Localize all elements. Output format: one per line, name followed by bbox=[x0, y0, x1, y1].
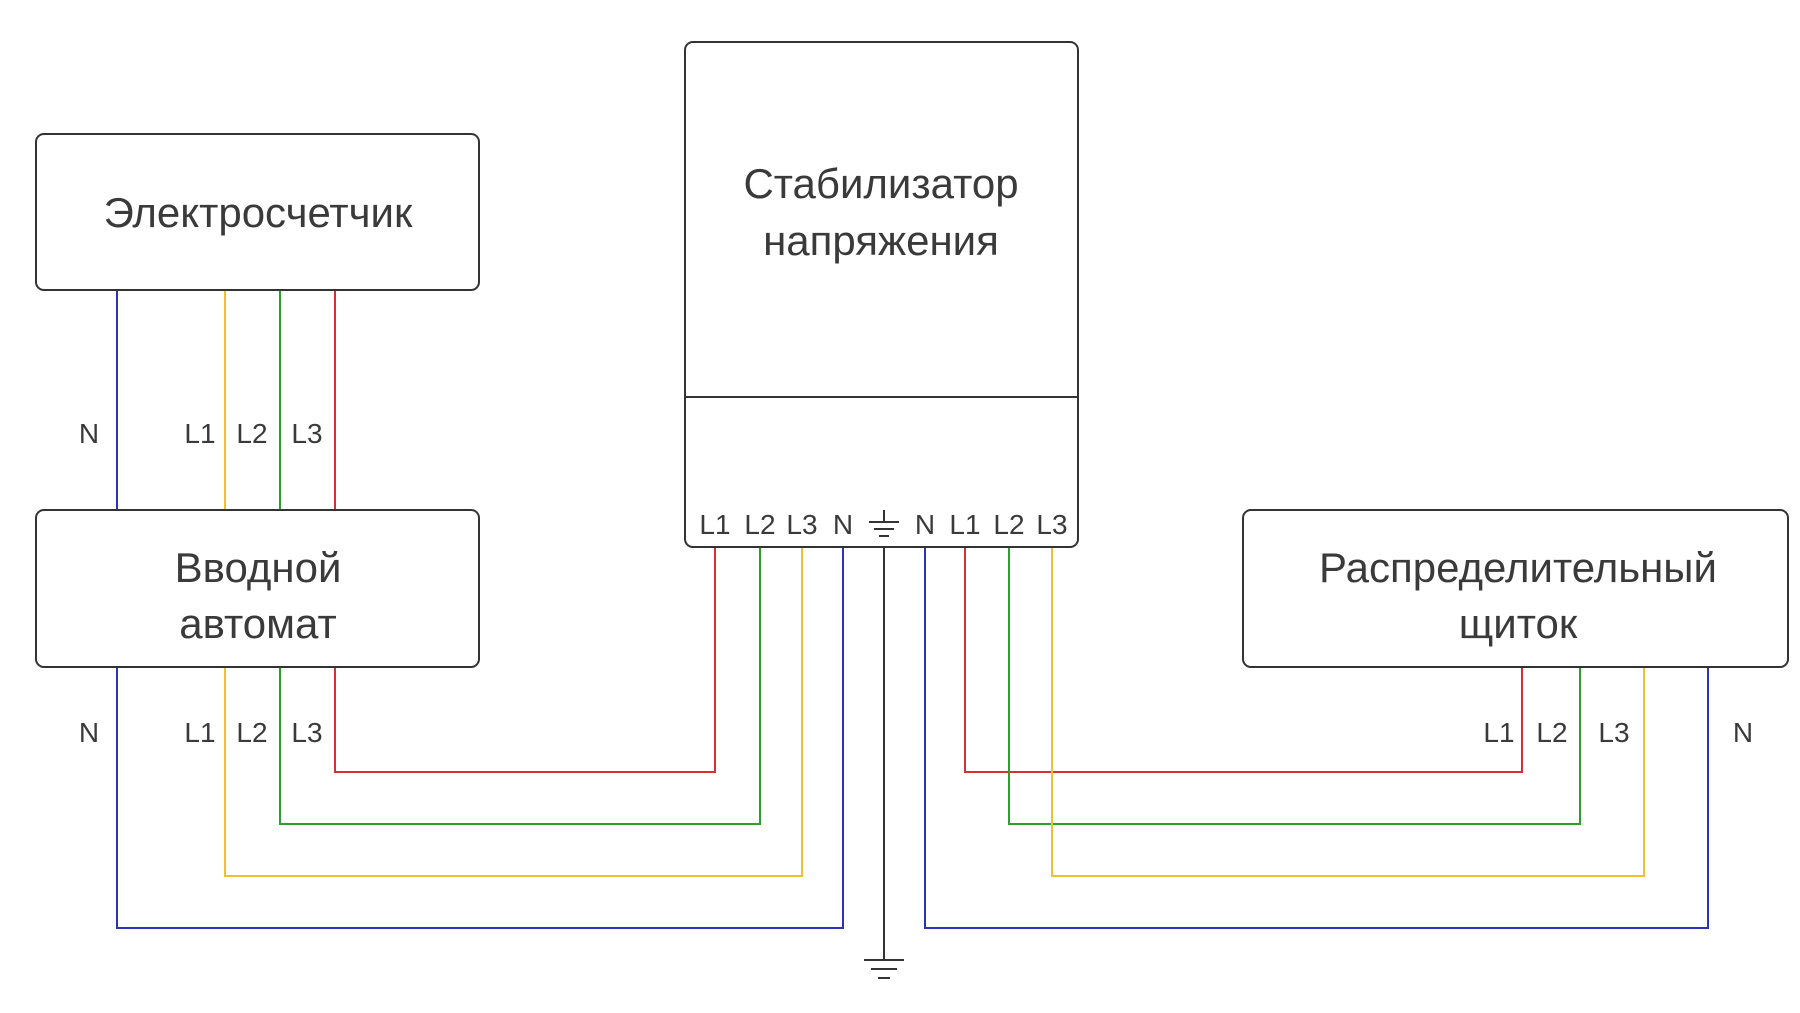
label-l3-breaker: L3 bbox=[291, 717, 322, 748]
label-l1-breaker: L1 bbox=[184, 717, 215, 748]
wire-n-breaker-stabilizer bbox=[116, 547, 844, 929]
label-l2-breaker: L2 bbox=[236, 717, 267, 748]
wire-l1-breaker-stabilizer bbox=[224, 547, 803, 877]
breaker-title-line1: Вводной bbox=[175, 544, 342, 591]
label-n-panel: N bbox=[1733, 717, 1753, 748]
terminal-in-l1: L1 bbox=[699, 509, 730, 540]
terminal-in-n: N bbox=[833, 509, 853, 540]
panel-box bbox=[1242, 509, 1789, 668]
terminal-in-l2: L2 bbox=[744, 509, 775, 540]
label-n-top: N bbox=[79, 418, 99, 449]
wire-l2-stabilizer-panel bbox=[1008, 547, 1581, 825]
terminal-in-l3: L3 bbox=[786, 509, 817, 540]
ground-icon bbox=[869, 510, 899, 537]
wire-l3-stabilizer-panel bbox=[1051, 547, 1645, 877]
terminal-out-l1: L1 bbox=[949, 509, 980, 540]
wire-l2-breaker-stabilizer bbox=[279, 547, 761, 825]
label-l2-panel: L2 bbox=[1536, 717, 1567, 748]
label-n-breaker: N bbox=[79, 717, 99, 748]
wire-n-stabilizer-panel bbox=[924, 547, 1709, 929]
panel-title-line1: Распределительный bbox=[1319, 544, 1717, 591]
meter-title: Электросчетчик bbox=[104, 189, 413, 236]
label-l1-panel: L1 bbox=[1483, 717, 1514, 748]
breaker-title-line2: автомат bbox=[179, 600, 336, 647]
label-l1-top: L1 bbox=[184, 418, 215, 449]
meter-box bbox=[35, 133, 480, 291]
wire-l1-stabilizer-panel bbox=[964, 547, 1523, 773]
terminal-out-l2: L2 bbox=[993, 509, 1024, 540]
label-l2-top: L2 bbox=[236, 418, 267, 449]
stabilizer-box bbox=[684, 41, 1079, 548]
wire-l3-breaker-stabilizer bbox=[334, 547, 716, 773]
panel-title-line2: щиток bbox=[1459, 600, 1578, 647]
stabilizer-title-line1: Стабилизатор bbox=[743, 160, 1018, 207]
breaker-box bbox=[35, 509, 480, 668]
label-l3-panel: L3 bbox=[1598, 717, 1629, 748]
terminal-out-n: N bbox=[915, 509, 935, 540]
terminal-out-l3: L3 bbox=[1036, 509, 1067, 540]
stabilizer-title-line2: напряжения bbox=[763, 217, 999, 264]
label-l3-top: L3 bbox=[291, 418, 322, 449]
ground-symbol bbox=[864, 959, 904, 979]
